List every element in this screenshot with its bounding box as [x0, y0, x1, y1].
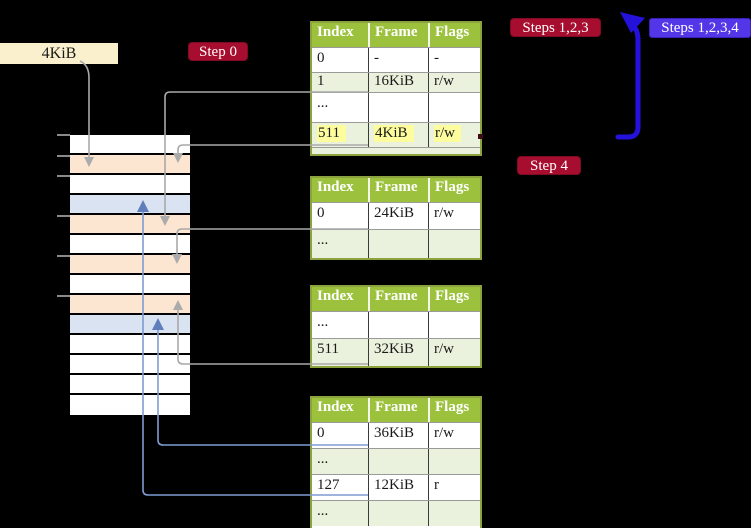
header-flags: Flags [428, 178, 480, 202]
page-table-3: Index Frame Flags ... 511 32KiB r/w [310, 285, 482, 368]
highlighted-cell: r/w [434, 125, 461, 142]
table-row: ... [312, 92, 480, 122]
header-frame: Frame [368, 287, 428, 311]
table-row: ... [312, 500, 480, 526]
page-size-label: 4KiB [0, 43, 118, 64]
table-row: 511 32KiB r/w [312, 338, 480, 366]
memory-row [70, 135, 190, 155]
address-tick [57, 134, 70, 136]
table-row: ... [312, 229, 480, 258]
memory-row [70, 155, 190, 175]
header-frame: Frame [368, 398, 428, 422]
table-row: 0 - - [312, 47, 480, 72]
address-tick [57, 295, 70, 297]
table-row: 1 16KiB r/w [312, 72, 480, 92]
memory-row [70, 375, 190, 395]
steps-loop-arrow [615, 12, 645, 140]
table-row: ... [312, 311, 480, 338]
memory-row [70, 255, 190, 275]
steps-1234-label: Steps 1,2,3,4 [649, 18, 751, 38]
address-tick [57, 255, 70, 257]
page-table-2: Index Frame Flags 0 24KiB r/w ... [310, 176, 482, 260]
table-row: ... [312, 448, 480, 474]
step0-label: Step 0 [188, 42, 248, 61]
table-header: Index Frame Flags [312, 23, 480, 47]
table-row-highlighted: 511 4KiB r/w [312, 122, 480, 147]
memory-row [70, 395, 190, 415]
table-header: Index Frame Flags [312, 398, 480, 422]
header-index: Index [317, 288, 354, 304]
table-row: 0 24KiB r/w [312, 202, 480, 229]
memory-row [70, 355, 190, 375]
table-row-clipped [312, 147, 480, 154]
page-table-1: Index Frame Flags 0 - - 1 16KiB r/w ... … [310, 21, 482, 156]
memory-row [70, 215, 190, 235]
header-flags: Flags [428, 398, 480, 422]
memory-row [70, 175, 190, 195]
table-row: 0 36KiB r/w [312, 422, 480, 448]
header-flags: Flags [428, 23, 480, 47]
table-row: 127 12KiB r [312, 474, 480, 500]
memory-row [70, 335, 190, 355]
highlighted-cell: 4KiB [374, 125, 414, 142]
highlighted-cell: 511 [317, 125, 346, 142]
steps-123-label: Steps 1,2,3 [510, 18, 601, 37]
memory-row [70, 235, 190, 255]
header-index: Index [317, 179, 354, 195]
header-frame: Frame [368, 178, 428, 202]
step4-label: Step 4 [517, 156, 581, 175]
physical-memory-stack [70, 135, 190, 415]
address-tick [57, 155, 70, 157]
page-table-4: Index Frame Flags 0 36KiB r/w ... 127 12… [310, 396, 482, 528]
table-header: Index Frame Flags [312, 178, 480, 202]
address-tick [57, 175, 70, 177]
memory-row [70, 195, 190, 215]
address-tick [57, 215, 70, 217]
memory-row [70, 295, 190, 315]
header-flags: Flags [428, 287, 480, 311]
memory-row [70, 315, 190, 335]
header-index: Index [317, 399, 354, 415]
table-header: Index Frame Flags [312, 287, 480, 311]
memory-row [70, 275, 190, 295]
header-frame: Frame [368, 23, 428, 47]
header-index: Index [317, 24, 354, 40]
